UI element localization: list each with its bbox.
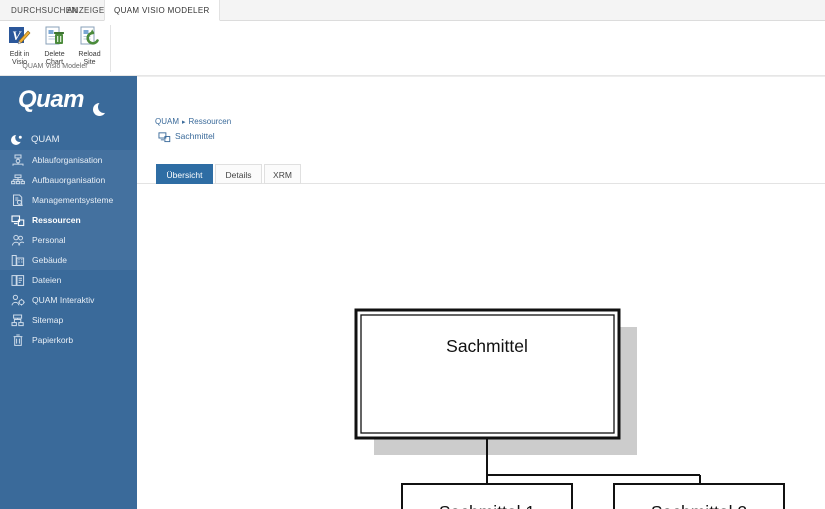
tab-uebersicht[interactable]: Übersicht [156,164,213,184]
reload-site-icon [78,25,102,49]
building-icon [10,253,25,267]
resources-icon [158,130,171,143]
ribbon-tab-durchsuchen[interactable]: DURCHSUCHEN [11,6,78,15]
edit-in-visio-icon: V [8,25,32,49]
edit-in-visio-label: Edit in Visio [9,51,30,66]
root-node-label: Sachmittel [446,336,528,356]
tab-details[interactable]: Details [215,164,262,184]
sidebar-item-managementsysteme[interactable]: Managementsysteme [0,190,137,210]
person-gear-icon [10,293,25,307]
sidebar-item-aufbauorganisation[interactable]: Aufbauorganisation [0,170,137,190]
document-search-icon [10,193,25,207]
breadcrumb-separator-icon: ▸ [182,119,186,126]
sidebar: Quam ‹ QUAM [0,76,137,509]
breadcrumb: QUAM▸Ressourcen [155,117,231,126]
breadcrumb-root[interactable]: QUAM [155,117,179,126]
crescent-moon-icon [9,132,24,146]
sidebar-item-quam[interactable]: QUAM [0,128,137,150]
sidebar-item-papierkorb[interactable]: Papierkorb [0,330,137,350]
child-node-2-label: Sachmittel 2 [651,502,747,509]
reload-site-button[interactable]: Reload Site [72,23,107,67]
page-title: Sachmittel [175,131,215,141]
sidebar-item-sitemap[interactable]: Sitemap [0,310,137,330]
process-org-icon [10,153,25,167]
files-icon [10,273,25,287]
svg-text:V: V [12,28,22,43]
tab-xrm[interactable]: XRM [264,164,301,184]
trash-icon [10,333,25,347]
sidebar-nav: QUAM Ablauforganisation [0,128,137,350]
sitemap-icon [10,313,25,327]
sidebar-item-label: Aufbauorganisation [32,175,106,185]
root-node[interactable]: Sachmittel [354,308,621,440]
sidebar-item-label: Ressourcen [32,215,81,225]
sidebar-item-label: Ablauforganisation [32,155,103,165]
sidebar-item-ressourcen[interactable]: Ressourcen [0,210,137,230]
sidebar-item-label: Managementsysteme [32,195,114,205]
ribbon-group-title: QUAM Visio Modeler [22,63,88,70]
quam-logo[interactable]: Quam [0,80,137,124]
sidebar-group: Ablauforganisation Aufbauorganisation [0,150,137,270]
sidebar-item-label: QUAM [31,133,60,145]
sidebar-item-label: Gebäude [32,255,67,265]
content-top-divider [137,76,825,77]
page-title-row: Sachmittel [158,130,215,143]
ribbon-tab-quam-visio-modeler[interactable]: QUAM VISIO MODELER [104,0,220,21]
sidebar-item-label: Papierkorb [32,335,74,345]
chart-connectors [486,438,701,484]
edit-in-visio-button[interactable]: V Edit in Visio [2,23,37,67]
delete-chart-button[interactable]: Delete Chart [37,23,72,67]
ribbon-tab-anzeigen[interactable]: ANZEIGEN [67,6,111,15]
content-tabstrip: Übersicht Details XRM [137,164,825,184]
child-node-2[interactable]: Sachmittel 2 [613,483,785,509]
sidebar-item-gebaeude[interactable]: Gebäude [0,250,137,270]
resources-icon [10,213,25,227]
sidebar-item-label: QUAM Interaktiv [32,295,95,305]
sidebar-item-personal[interactable]: Personal [0,230,137,250]
breadcrumb-current[interactable]: Ressourcen [188,117,232,126]
sidebar-item-quam-interaktiv[interactable]: QUAM Interaktiv [0,290,137,310]
ribbon-group-quam-visio-modeler: V Edit in Visio [0,21,110,76]
sidebar-item-label: Dateien [32,275,62,285]
visio-chart: Sachmittel Sachmittel 1 Sachmi [137,184,825,509]
ribbon-tabbar: DURCHSUCHEN ANZEIGEN QUAM VISIO MODELER [0,0,825,21]
content-area: QUAM▸Ressourcen Sachmittel Übersicht Det… [137,76,825,509]
ribbon-body: V Edit in Visio [0,21,825,76]
chart-svg: Sachmittel Sachmittel 1 Sachmi [354,308,785,509]
sidebar-item-ablauforganisation[interactable]: Ablauforganisation [0,150,137,170]
delete-chart-label: Delete Chart [44,51,65,66]
reload-site-label: Reload Site [78,51,101,66]
ribbon-group-separator [110,25,111,72]
child-node-1[interactable]: Sachmittel 1 [401,483,573,509]
org-chart-icon [10,173,25,187]
delete-chart-icon [43,25,67,49]
quam-logo-text: Quam [18,86,85,113]
sidebar-item-dateien[interactable]: Dateien [0,270,137,290]
sidebar-item-label: Sitemap [32,315,64,325]
child-node-1-label: Sachmittel 1 [439,502,535,509]
sidebar-item-label: Personal [32,235,66,245]
crescent-moon-icon [93,101,110,116]
people-icon [10,233,25,247]
